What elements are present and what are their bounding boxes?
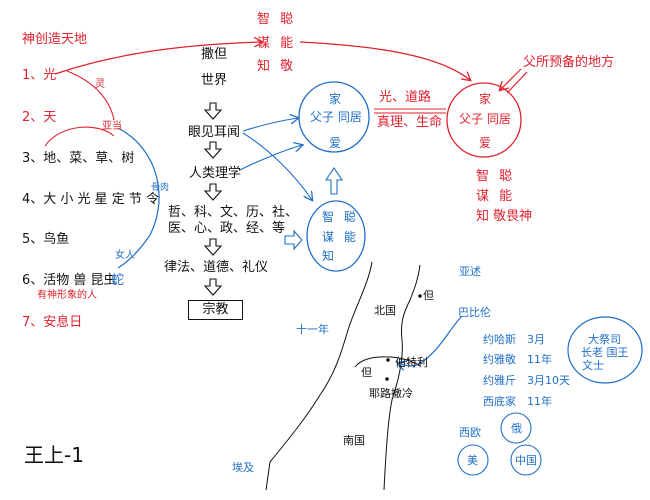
- elders-king-label: 长老 国王: [581, 346, 629, 359]
- king-duration-1: 3月: [527, 333, 545, 346]
- bethel-label: 伯特利: [395, 356, 428, 369]
- usa-circle: [457, 444, 489, 476]
- arrow-wisdom-to-home: [299, 41, 470, 80]
- flow-down-arrows: [203, 102, 223, 296]
- king-duration-3: 3月10天: [527, 374, 570, 387]
- arrow-eyes-to-wisdom: [242, 132, 312, 200]
- wisdom-circle-1: 智 聪: [322, 210, 359, 224]
- egypt-label: 埃及: [232, 461, 254, 474]
- home-right-circle: [446, 82, 522, 158]
- page-title: 王上-1: [24, 443, 84, 467]
- creation-day-1: 1、光: [22, 68, 57, 83]
- light-way-label: 光、道路: [379, 90, 432, 105]
- father-place-label: 父所预备的地方: [523, 55, 615, 70]
- wisdom-line-2: 谋 能: [257, 36, 297, 51]
- wisdom-right-1: 智 聪: [476, 169, 516, 184]
- spirit-label: 灵: [95, 79, 105, 90]
- truth-life-label: 真理、生命: [377, 115, 443, 130]
- creation-day-5: 5、鸟鱼: [22, 232, 70, 247]
- image-of-god-note: 有神形象的人: [37, 290, 97, 301]
- arrow-human-to-home: [239, 145, 302, 171]
- wisdom-circle-2: 谋 能: [322, 230, 359, 244]
- home-left-title: 家: [329, 92, 342, 106]
- king-duration-4: 11年: [527, 395, 552, 408]
- china-label: 中国: [515, 454, 537, 467]
- priest-circle: [567, 316, 643, 384]
- king-name-4: 西底家: [483, 395, 516, 408]
- disciplines-line-2: 医、心、政、经、等: [168, 221, 286, 236]
- russia-circle: [500, 412, 532, 444]
- adam-to-woman-curve: [117, 127, 160, 269]
- south-kingdom-label: 南国: [343, 434, 365, 447]
- satan-label: 撒但: [201, 47, 228, 62]
- wisdom-line-3: 知 敬: [257, 59, 297, 74]
- arrow-creation-to-wisdom: [54, 42, 262, 75]
- adam-label: 亚当: [102, 121, 122, 132]
- bethel-dot: [386, 358, 390, 362]
- wisdom-right-3: 知 敬畏神: [476, 209, 533, 224]
- law-morality-label: 律法、道德、礼仪: [164, 260, 269, 275]
- dan-label-2: 但: [361, 366, 372, 379]
- eleven-years-label: 十一年: [296, 323, 329, 336]
- king-name-2: 约雅敬: [483, 353, 516, 366]
- usa-label: 美: [467, 454, 478, 467]
- spirit-arc: [66, 70, 115, 121]
- creation-day-4: 4、大 小 光 星 定 节 令: [22, 192, 160, 207]
- king-name-3: 约雅斤: [483, 374, 516, 387]
- hollow-right-arrow: [284, 229, 303, 251]
- map-outline: [265, 261, 421, 491]
- babylon-label: 巴比伦: [458, 306, 491, 319]
- home-left-father-son: 父子 同居: [310, 110, 362, 124]
- china-circle: [510, 444, 542, 476]
- wisdom-line-1: 智 聪: [257, 12, 297, 27]
- king-duration-2: 11年: [527, 353, 552, 366]
- dan-dot: [418, 294, 422, 298]
- home-right-title: 家: [479, 92, 492, 106]
- senses-label: 眼见耳闻: [188, 125, 241, 140]
- creation-day-6: 6、活物 兽 昆虫: [22, 273, 117, 288]
- babylon-to-jerusalem-arrow: [398, 315, 463, 366]
- home-right-father-son: 父子 同居: [459, 112, 511, 126]
- west-europe-label: 西欧: [459, 426, 481, 439]
- assyria-label: 亚述: [459, 265, 481, 278]
- north-kingdom-label: 北国: [374, 304, 396, 317]
- human-reasoning-label: 人类理学: [189, 166, 242, 181]
- home-left-love: 爱: [329, 136, 342, 150]
- flesh-label: 骨肉: [151, 183, 170, 193]
- hollow-up-arrow: [324, 167, 344, 195]
- wisdom-right-2: 谋 能: [476, 189, 516, 204]
- creation-day-3: 3、地、菜、草、树: [22, 151, 135, 166]
- father-place-arrow: [500, 68, 522, 90]
- king-name-1: 约哈斯: [483, 333, 516, 346]
- jerusalem-dot: [385, 377, 389, 381]
- jerusalem-label: 耶路撒冷: [369, 387, 413, 400]
- russia-label: 俄: [511, 422, 522, 435]
- father-place-arrow-2: [506, 71, 528, 94]
- creation-day-2: 2、天: [22, 110, 57, 125]
- creation-title: 神创造天地: [22, 32, 88, 47]
- snake-label: 蛇: [111, 273, 125, 288]
- high-priest-label: 大祭司: [588, 333, 621, 346]
- religion-box: 宗教: [188, 300, 243, 320]
- arrow-eyes-to-home: [242, 118, 298, 132]
- disciplines-line-1: 哲、科、文、历、社、: [168, 205, 299, 220]
- creation-day-7: 7、安息日: [22, 315, 83, 330]
- wisdom-circle-3: 知: [322, 249, 335, 263]
- woman-label: 女人: [115, 250, 135, 261]
- home-right-love: 爱: [479, 136, 492, 150]
- scribes-label: 文士: [582, 359, 604, 372]
- world-label: 世界: [201, 73, 228, 88]
- adam-arc: [44, 126, 115, 147]
- dan-label: 但: [423, 289, 434, 302]
- wisdom-circle: [306, 200, 366, 272]
